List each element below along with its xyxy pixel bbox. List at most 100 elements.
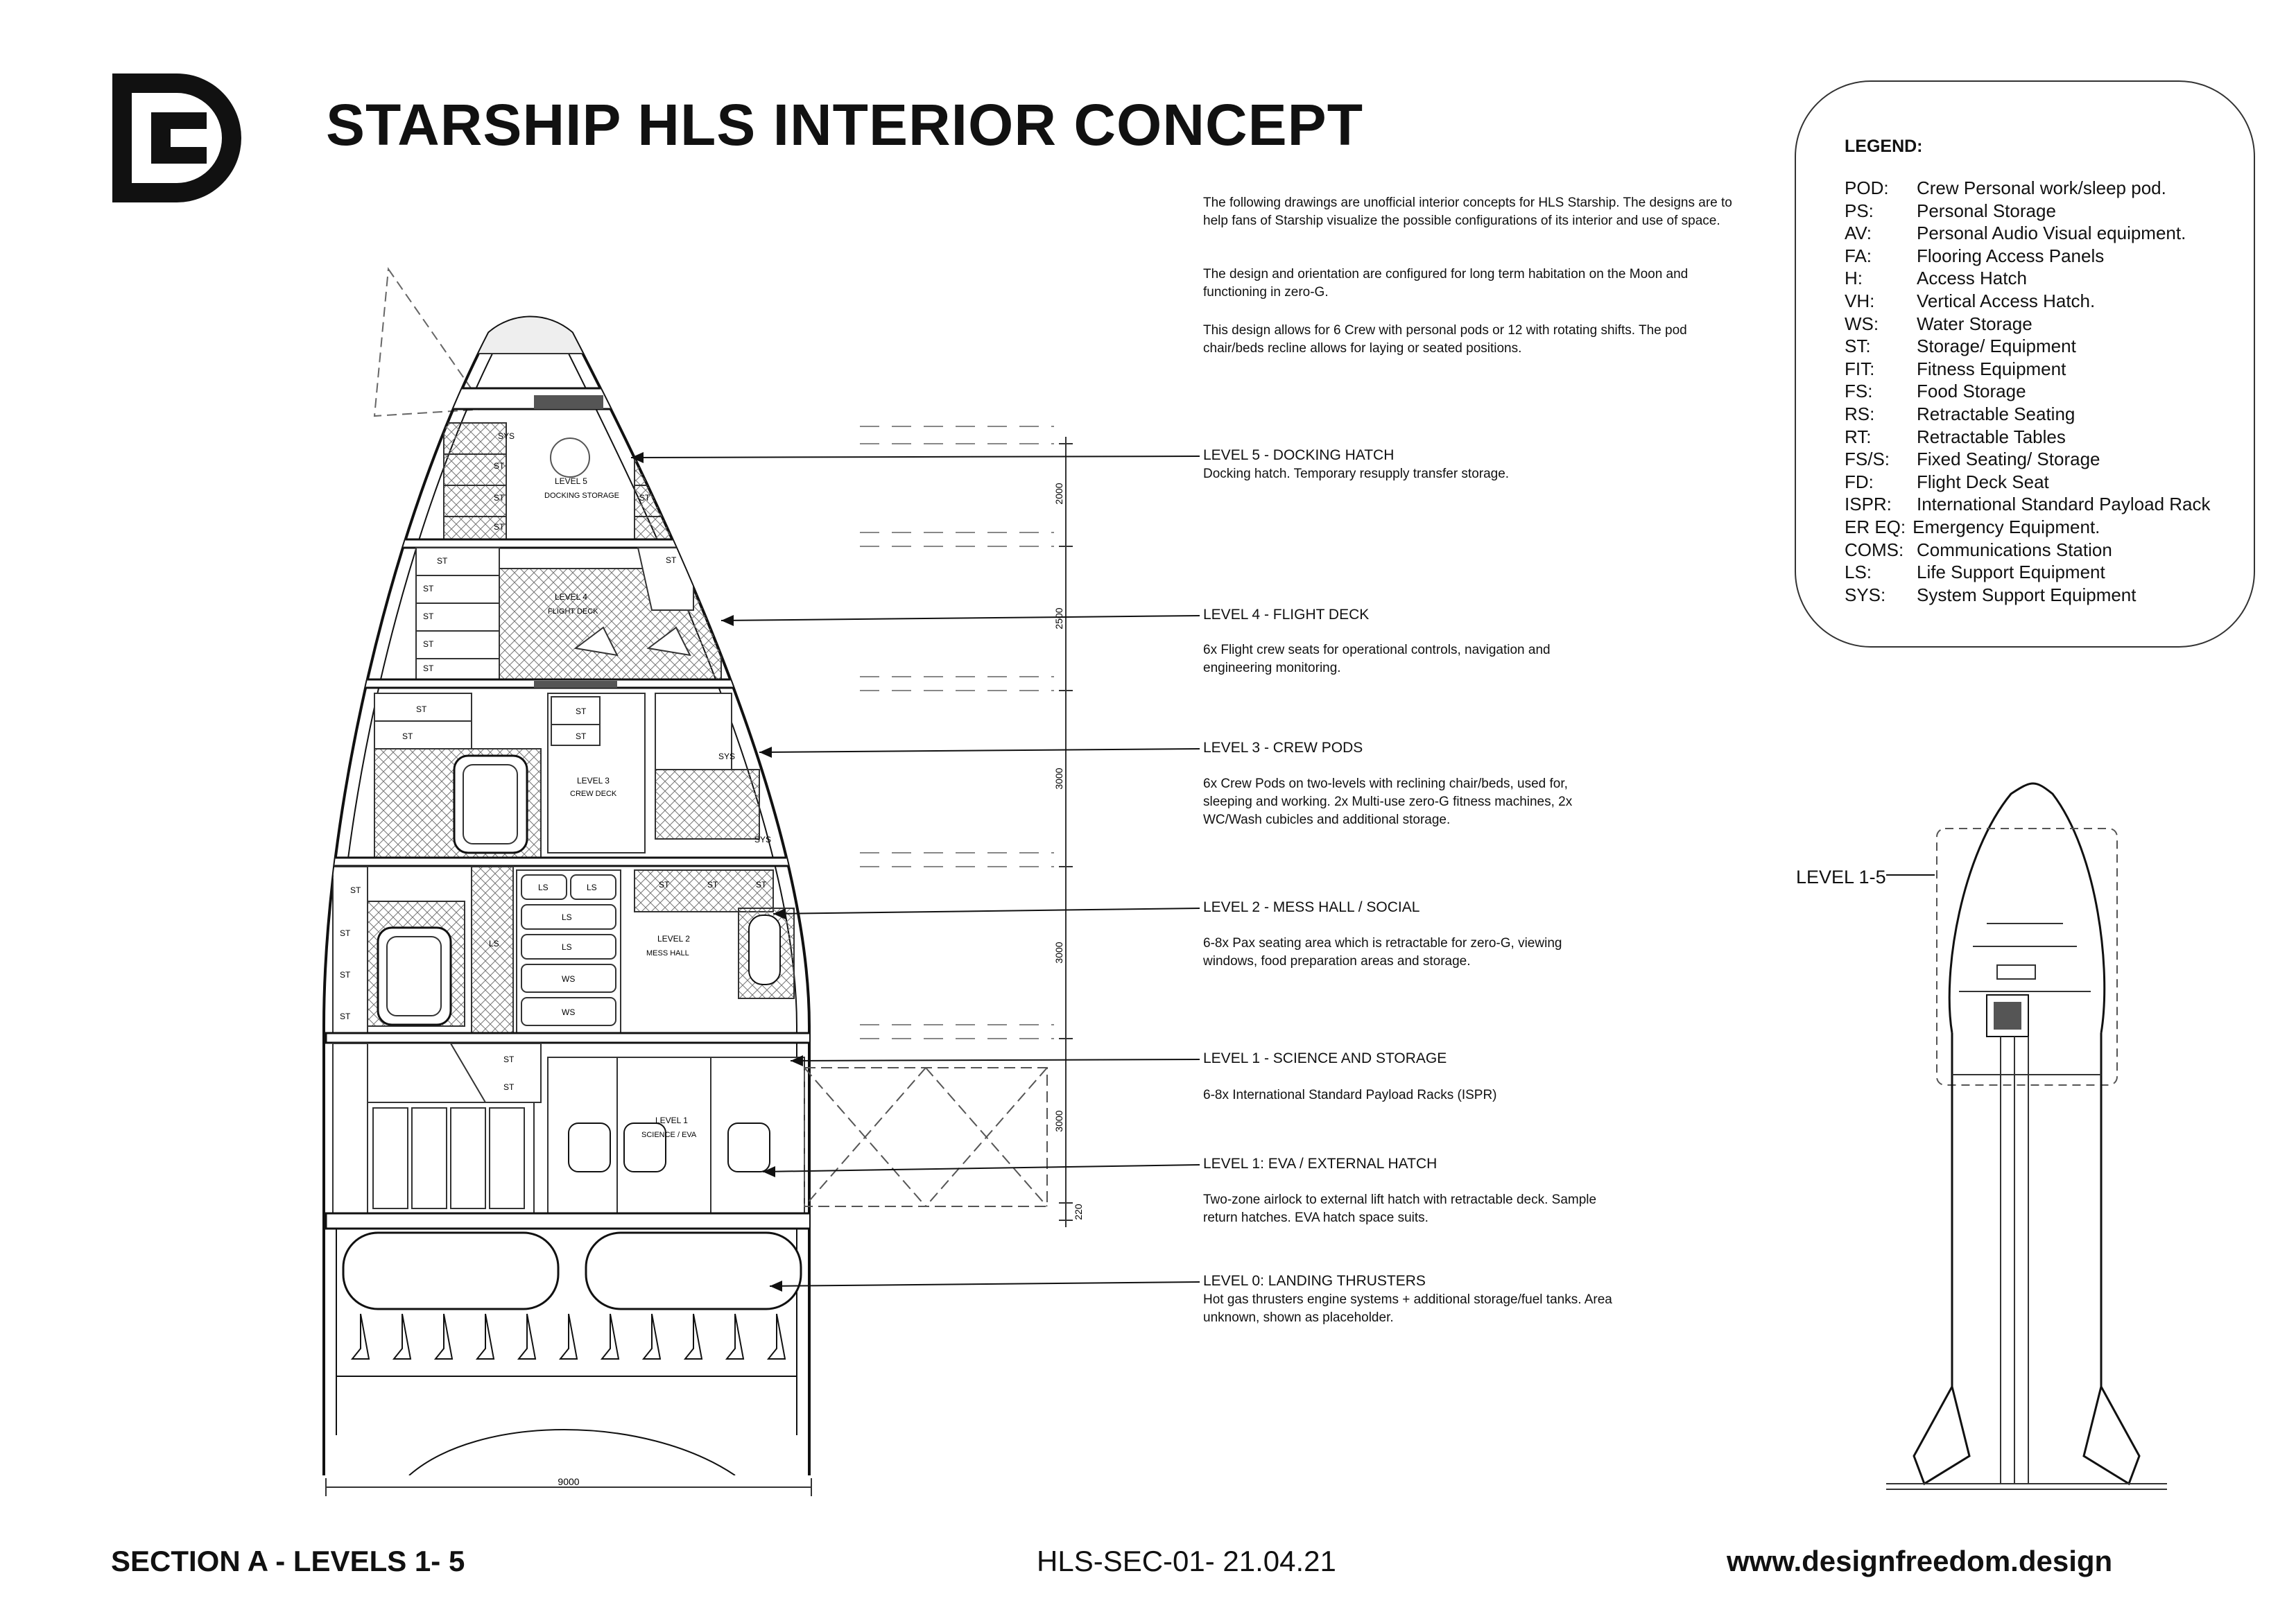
heat-shield-arc — [408, 1429, 736, 1475]
st-tag: ST — [423, 664, 434, 673]
room-label: DOCKING STORAGE — [544, 492, 619, 500]
nose-cap — [471, 317, 590, 354]
room-label: SCIENCE / EVA — [641, 1131, 697, 1139]
legend-item: COMS:Communications Station — [1845, 539, 2112, 561]
flight-deck-seat — [573, 626, 619, 657]
nose-hatch-open — [373, 267, 487, 417]
level-1-eva-desc: Two-zone airlock to external lift hatch … — [1203, 1193, 1597, 1225]
legend-title: LEGEND: — [1845, 137, 1923, 156]
room-label: LEVEL 2 — [657, 934, 690, 944]
ws-unit — [521, 964, 616, 993]
deck-brace — [804, 1067, 926, 1207]
sys-tag: SYS — [718, 752, 735, 761]
st-tag: ST — [494, 461, 505, 471]
intro-paragraph: The following drawings are unofficial in… — [1203, 196, 1732, 228]
floor-level-0 — [325, 1212, 809, 1230]
legend-text: Communications Station — [1917, 539, 2112, 560]
legend-item: PS:Personal Storage — [1845, 200, 2056, 222]
level-1-desc: 6-8x International Standard Payload Rack… — [1203, 1088, 1497, 1102]
level-4-desc: 6x Flight crew seats for operational con… — [1203, 643, 1551, 675]
retractable-deck — [804, 1067, 1048, 1207]
deck-brace — [925, 1067, 1048, 1207]
legend-text: Emergency Equipment. — [1913, 517, 2100, 537]
st-tag: ST — [423, 584, 434, 593]
legend-item: VH:Vertical Access Hatch. — [1845, 291, 2095, 312]
legend-code: POD: — [1845, 177, 1889, 198]
legend-code: WS: — [1845, 313, 1879, 334]
legend-item: ISPR: International Standard Payload Rack — [1845, 494, 2211, 515]
level-5-title: LEVEL 5 - DOCKING HATCH — [1203, 447, 1395, 463]
eva-suit — [623, 1122, 666, 1172]
crew-figure — [550, 437, 590, 478]
level-1-title: LEVEL 1 - SCIENCE AND STORAGE — [1203, 1050, 1447, 1066]
legend-text: Vertical Access Hatch. — [1917, 291, 2096, 311]
landing-thrusters — [350, 1313, 786, 1360]
leader-line — [720, 615, 1200, 621]
st-tag: ST — [503, 1082, 515, 1092]
thruster-nozzle — [350, 1313, 370, 1360]
room-label: FLIGHT DECK — [548, 607, 598, 616]
level-2-desc: 6-8x Pax seating area which is retractab… — [1203, 936, 1562, 969]
legend-code: RT: — [1845, 426, 1872, 447]
level-3-title: LEVEL 3 - CREW PODS — [1203, 740, 1363, 756]
level-2-storage-wall — [332, 866, 368, 1034]
leader-line — [769, 1281, 1200, 1287]
crew-pod-hatch-door — [453, 754, 528, 854]
leader-line — [759, 748, 1200, 753]
level-4-title: LEVEL 4 - FLIGHT DECK — [1203, 607, 1370, 623]
level-2-title: LEVEL 2 - MESS HALL / SOCIAL — [1203, 899, 1420, 915]
legend-text: Personal Audio Visual equipment. — [1917, 223, 2186, 244]
footer-drawing-ref: HLS-SEC-01- 21.04.21 — [1037, 1545, 1336, 1577]
ls-tag: LS — [587, 883, 597, 892]
legend-code: FIT: — [1845, 358, 1875, 379]
legend-item: FS/S:Fixed Seating/ Storage — [1845, 449, 2100, 470]
fuel-tank-left — [342, 1231, 560, 1310]
legend-code: ER EQ: — [1845, 517, 1906, 537]
legend-item: FS:Food Storage — [1845, 381, 2026, 402]
dim-level-2: 3000 — [1053, 942, 1064, 963]
dim-level-3: 3000 — [1053, 768, 1064, 789]
legend-code: RS: — [1845, 404, 1875, 424]
dim-level-5: 2000 — [1053, 483, 1064, 504]
legend-code: LS: — [1845, 562, 1872, 583]
legend-text: System Support Equipment — [1917, 584, 2137, 605]
room-label: CREW DECK — [570, 790, 617, 798]
ls-tag: LS — [538, 883, 549, 892]
legend-code: SYS: — [1845, 584, 1886, 605]
thruster-nozzle — [433, 1313, 454, 1360]
fuel-tank-right — [585, 1231, 802, 1310]
vertical-access-hatch — [534, 681, 617, 688]
st-tag: ST — [494, 493, 505, 503]
intro-paragraph: The design and orientation are configure… — [1203, 267, 1689, 300]
st-tag: ST — [423, 639, 434, 649]
st-tag: ST — [756, 880, 767, 890]
room-label: LEVEL 4 — [555, 592, 587, 602]
ls-rack — [471, 866, 514, 1034]
legend-item: POD: Crew Personal work/sleep pod. — [1845, 177, 2166, 199]
legend-text: International Standard Payload Rack — [1917, 494, 2211, 515]
legend-text: Fitness Equipment — [1917, 358, 2066, 379]
legend-code: ISPR: — [1845, 494, 1892, 515]
thruster-nozzle — [641, 1313, 662, 1360]
legend-text: Crew Personal work/sleep pod. — [1917, 177, 2166, 198]
legend-item: FA:Flooring Access Panels — [1845, 245, 2104, 267]
st-tag: ST — [576, 731, 587, 741]
room-label: MESS HALL — [646, 949, 689, 957]
legend-item: SYS: System Support Equipment — [1845, 584, 2137, 606]
st-tag: ST — [340, 970, 351, 980]
ls-unit — [521, 904, 616, 930]
ls-unit — [521, 874, 567, 900]
legend-text: Access Hatch — [1917, 268, 2027, 289]
arrow-head — [721, 615, 734, 626]
floor-level-1 — [325, 1032, 809, 1044]
legend-text: Water Storage — [1917, 313, 2032, 334]
level-5-desc: Docking hatch. Temporary resupply transf… — [1203, 467, 1510, 481]
level-3-desc: 6x Crew Pods on two-levels with reclinin… — [1203, 777, 1573, 827]
mini-windows — [1996, 964, 2036, 980]
leader-line — [772, 908, 1200, 914]
legend-code: FA: — [1845, 245, 1872, 266]
footer-website-link[interactable]: www.designfreedom.design — [1727, 1545, 2113, 1577]
st-tag: ST — [350, 885, 361, 895]
arrow-head — [763, 1166, 775, 1177]
thruster-nozzle — [725, 1313, 745, 1360]
